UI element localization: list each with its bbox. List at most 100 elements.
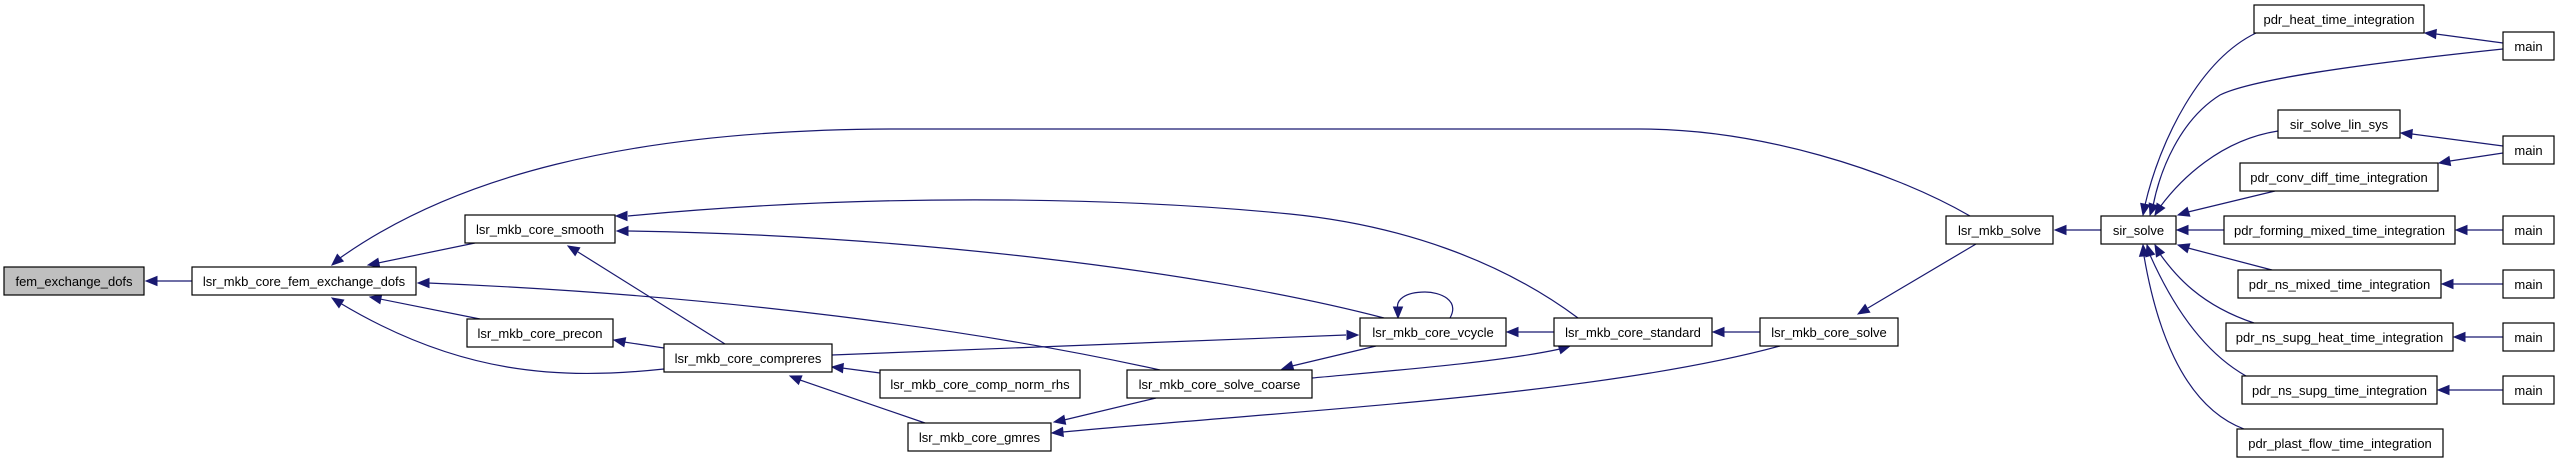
node-label: lsr_mkb_core_precon: [477, 326, 602, 341]
arrowhead-icon: [612, 337, 627, 348]
edge-lsr-mkb-core-vcycle-to-lsr-mkb-core-smooth: [615, 225, 1385, 319]
node-label: pdr_plast_flow_time_integration: [2248, 436, 2432, 451]
node-box: [2239, 162, 2439, 192]
edge-lsr-mkb-core-solve-coarse-to-lsr-mkb-core-fem-exchange-dofs: [416, 277, 1161, 371]
node-box: [2502, 322, 2555, 352]
edge-line: [2152, 48, 2504, 207]
node-lsr-mkb-core-solve[interactable]: lsr_mkb_core_solve: [1759, 317, 1899, 347]
arrowhead-icon: [2154, 202, 2166, 217]
node-label: pdr_heat_time_integration: [2263, 12, 2414, 27]
node-sir-solve-lin-sys[interactable]: sir_solve_lin_sys: [2277, 109, 2401, 139]
edge-main-4-to-pdr-ns-mixed-time-integration: [2440, 278, 2503, 290]
arrowhead-icon: [830, 362, 844, 374]
node-box: [191, 266, 417, 296]
node-main-2[interactable]: main: [2502, 135, 2555, 165]
node-pdr-ns-supg-heat-time-integration[interactable]: pdr_ns_supg_heat_time_integration: [2225, 322, 2454, 352]
arrowhead-icon: [2176, 206, 2191, 217]
node-box: [2277, 109, 2401, 139]
edge-lsr-mkb-core-comp-norm-rhs-to-lsr-mkb-core-compreres: [830, 362, 881, 374]
arrowhead-icon: [1052, 414, 1067, 425]
node-pdr-forming-mixed-time-integration[interactable]: pdr_forming_mixed_time_integration: [2223, 215, 2456, 245]
node-label: lsr_mkb_core_solve_coarse: [1139, 377, 1301, 392]
node-box: [2502, 375, 2555, 405]
node-lsr-mkb-core-comp-norm-rhs[interactable]: lsr_mkb_core_comp_norm_rhs: [879, 369, 1081, 399]
node-main-6[interactable]: main: [2502, 375, 2555, 405]
arrowhead-icon: [566, 245, 581, 257]
node-box: [2100, 215, 2177, 245]
edge-lsr-mkb-core-solve-coarse-to-lsr-mkb-core-gmres: [1052, 397, 1157, 425]
node-main-3[interactable]: main: [2502, 215, 2555, 245]
arrowhead-icon: [2436, 384, 2450, 396]
node-box: [1126, 369, 1313, 399]
edge-main-5-to-pdr-ns-supg-heat-time-integration: [2452, 331, 2503, 343]
edge-line: [2149, 254, 2247, 377]
edge-main-3-to-pdr-forming-mixed-time-integration: [2454, 224, 2503, 236]
edge-line: [841, 367, 881, 374]
node-pdr-conv-diff-time-integration[interactable]: pdr_conv_diff_time_integration: [2239, 162, 2439, 192]
node-pdr-ns-mixed-time-integration[interactable]: pdr_ns_mixed_time_integration: [2237, 269, 2442, 299]
node-lsr-mkb-core-gmres[interactable]: lsr_mkb_core_gmres: [907, 422, 1052, 452]
node-sir-solve[interactable]: sir_solve: [2100, 215, 2177, 245]
node-main-1[interactable]: main: [2502, 31, 2555, 61]
edge-pdr-ns-supg-time-integration-to-sir-solve: [2145, 243, 2247, 377]
node-lsr-mkb-core-vcycle[interactable]: lsr_mkb_core_vcycle: [1359, 317, 1507, 347]
node-lsr-mkb-core-precon[interactable]: lsr_mkb_core_precon: [466, 318, 614, 348]
node-label: lsr_mkb_core_gmres: [919, 430, 1041, 445]
edge-lsr-mkb-core-standard-to-lsr-mkb-core-smooth: [614, 199, 1579, 319]
node-lsr-mkb-core-fem-exchange-dofs[interactable]: lsr_mkb_core_fem_exchange_dofs: [191, 266, 417, 296]
node-lsr-mkb-core-compreres[interactable]: lsr_mkb_core_compreres: [663, 343, 833, 373]
node-pdr-ns-supg-time-integration[interactable]: pdr_ns_supg_time_integration: [2241, 375, 2438, 405]
edge-main-2-to-sir-solve-lin-sys: [2399, 128, 2504, 147]
edge-pdr-ns-mixed-time-integration-to-sir-solve: [2176, 243, 2273, 271]
arrowhead-icon: [2452, 331, 2466, 343]
edge-lsr-mkb-core-standard-to-lsr-mkb-core-vcycle: [1505, 326, 1554, 338]
arrowhead-icon: [1856, 303, 1871, 315]
node-lsr-mkb-core-solve-coarse[interactable]: lsr_mkb_core_solve_coarse: [1126, 369, 1313, 399]
edge-line: [1396, 291, 1454, 319]
arrowhead-icon: [144, 275, 158, 287]
edge-line: [2187, 190, 2276, 213]
edge-main-1-to-sir-solve: [2148, 48, 2504, 217]
edge-line: [799, 379, 926, 424]
arrowhead-icon: [366, 257, 381, 268]
node-label: lsr_mkb_core_fem_exchange_dofs: [203, 274, 406, 289]
edges-layer: [144, 28, 2504, 438]
node-label: lsr_mkb_core_compreres: [675, 351, 822, 366]
node-label: pdr_ns_supg_heat_time_integration: [2236, 330, 2443, 345]
node-label: lsr_mkb_core_smooth: [476, 222, 604, 237]
node-pdr-heat-time-integration[interactable]: pdr_heat_time_integration: [2253, 4, 2425, 34]
arrowhead-icon: [416, 277, 430, 289]
edge-lsr-mkb-core-compreres-to-lsr-mkb-core-vcycle: [831, 329, 1360, 356]
edge-line: [2449, 152, 2504, 162]
arrowhead-icon: [2440, 278, 2454, 290]
node-lsr-mkb-solve[interactable]: lsr_mkb_solve: [1945, 215, 2054, 245]
node-main-4[interactable]: main: [2502, 269, 2555, 299]
edge-line: [2411, 133, 2504, 147]
node-main-5[interactable]: main: [2502, 322, 2555, 352]
node-box: [2253, 4, 2425, 34]
node-box: [2236, 428, 2444, 458]
arrowhead-icon: [2399, 128, 2413, 140]
node-label: lsr_mkb_core_solve: [1771, 325, 1887, 340]
edge-sir-solve-lin-sys-to-sir-solve: [2154, 130, 2279, 217]
node-pdr-plast-flow-time-integration[interactable]: pdr_plast_flow_time_integration: [2236, 428, 2444, 458]
node-lsr-mkb-core-smooth[interactable]: lsr_mkb_core_smooth: [464, 214, 616, 244]
edge-line: [2187, 247, 2273, 271]
edge-line: [627, 230, 1385, 319]
edge-lsr-mkb-core-solve-to-lsr-mkb-core-gmres: [1050, 345, 1781, 438]
edge-lsr-mkb-solve-to-lsr-mkb-core-fem-exchange-dofs: [331, 128, 1971, 266]
edge-lsr-mkb-core-compreres-to-lsr-mkb-core-fem-exchange-dofs: [330, 297, 665, 375]
node-lsr-mkb-core-standard[interactable]: lsr_mkb_core_standard: [1553, 317, 1713, 347]
arrowhead-icon: [2175, 224, 2189, 236]
node-box: [2502, 269, 2555, 299]
arrowhead-icon: [1280, 360, 1295, 371]
edge-line: [339, 302, 665, 375]
arrowhead-icon: [330, 297, 345, 309]
edge-lsr-mkb-core-solve-coarse-to-lsr-mkb-core-standard: [1311, 344, 1572, 379]
arrowhead-icon: [2176, 243, 2191, 254]
edge-sir-solve-to-lsr-mkb-solve: [2053, 224, 2101, 236]
edge-main-1-to-pdr-heat-time-integration: [2423, 28, 2504, 44]
arrowhead-icon: [2154, 243, 2166, 258]
edge-lsr-mkb-core-gmres-to-lsr-mkb-core-compreres: [788, 375, 926, 424]
